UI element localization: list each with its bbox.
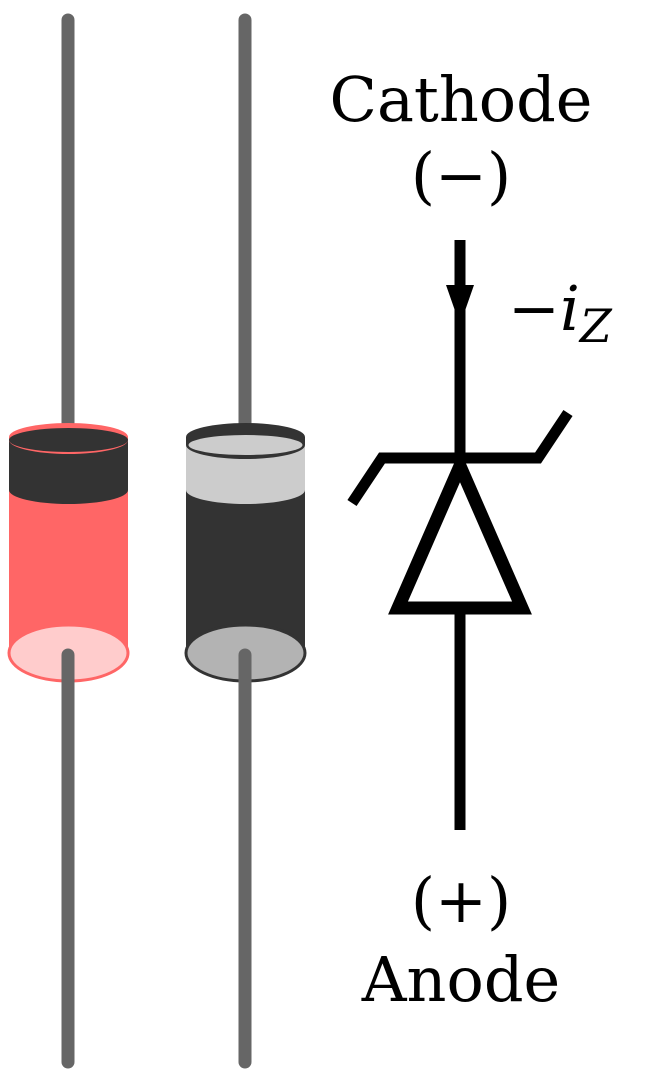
current-arrow-head	[446, 285, 474, 325]
anode-sign: (+)	[411, 864, 511, 937]
black-diode-band-top	[188, 435, 303, 455]
red-diode	[7, 13, 130, 1069]
cathode-sign: (−)	[411, 139, 511, 212]
black-diode-cathode-band	[186, 445, 305, 504]
current-subscript: Z	[578, 299, 613, 353]
red-diode-cathode-band	[9, 440, 128, 504]
current-symbol: −i	[508, 272, 580, 345]
zener-symbol	[347, 240, 573, 830]
red-diode-band-top	[9, 428, 128, 452]
cathode-label: Cathode	[330, 63, 593, 136]
current-label: −iZ	[508, 272, 613, 353]
anode-label: Anode	[361, 943, 560, 1016]
black-diode	[184, 13, 307, 1069]
diode-triangle	[388, 449, 532, 615]
